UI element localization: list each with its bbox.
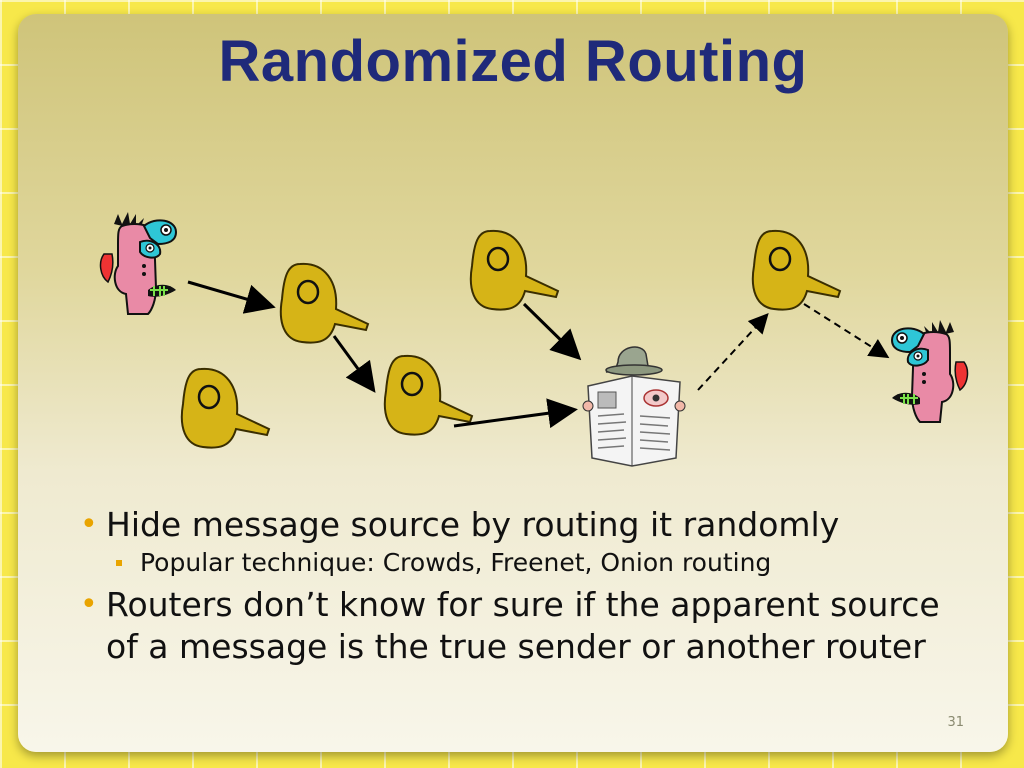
bullet-marker-icon: • (80, 587, 98, 622)
router-mask-icon (180, 367, 271, 449)
dashed-arrow-icon (803, 303, 890, 359)
bullet-item: • Routers don’t know for sure if the app… (80, 584, 980, 668)
sub-bullet-item: Popular technique: Crowds, Freenet, Onio… (80, 546, 980, 580)
page-number: 31 (947, 715, 964, 730)
slide: Randomized Routing (18, 14, 1008, 752)
arrow-icon (522, 302, 582, 361)
router-mask-icon (751, 229, 842, 311)
router-mask-icon (383, 354, 474, 436)
dashed-arrow-icon (697, 313, 769, 391)
routing-diagram (99, 212, 969, 467)
router-mask-icon (469, 229, 560, 311)
bullet-text: Hide message source by routing it random… (106, 505, 840, 544)
observer-newspaper-icon (582, 346, 686, 467)
bullet-list: • Hide message source by routing it rand… (80, 504, 980, 668)
arrow-icon (453, 398, 578, 429)
arrow-icon (332, 335, 376, 393)
arrow-icon (187, 280, 276, 314)
sender-person-icon (99, 212, 178, 315)
receiver-person-icon (890, 320, 969, 423)
bullet-marker-icon: • (80, 507, 98, 542)
router-mask-icon (279, 262, 370, 344)
bullet-item: • Hide message source by routing it rand… (80, 504, 980, 546)
slide-title: Randomized Routing (218, 29, 808, 94)
bullet-text: Routers don’t know for sure if the appar… (106, 585, 940, 666)
sub-bullet-marker-icon (116, 560, 122, 566)
sub-bullet-text: Popular technique: Crowds, Freenet, Onio… (140, 548, 772, 577)
